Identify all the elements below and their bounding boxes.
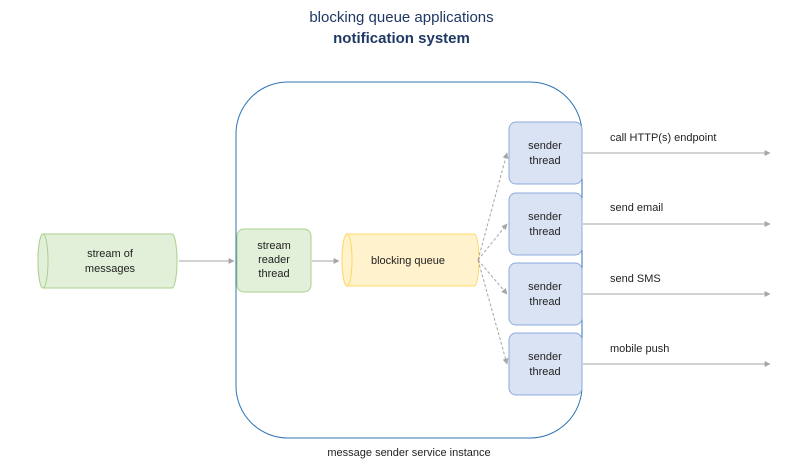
sender-thread-node-4: sender thread — [508, 332, 583, 396]
stream-of-messages-label-2: messages — [85, 263, 136, 275]
sender-thread-1-label-2: thread — [529, 155, 560, 167]
stream-of-messages-node: stream of messages — [37, 233, 178, 289]
output-label-email: send email — [610, 202, 663, 214]
sender-thread-4-label-2: thread — [529, 366, 560, 378]
stream-reader-label-1: stream — [257, 240, 291, 252]
sender-thread-2-label-2: thread — [529, 226, 560, 238]
sender-thread-node-2: sender thread — [508, 192, 583, 256]
arrow-queue-to-sender-2 — [477, 223, 508, 261]
output-label-http: call HTTP(s) endpoint — [610, 132, 716, 144]
sender-thread-3-label-2: thread — [529, 296, 560, 308]
stream-reader-thread-node: stream reader thread — [236, 228, 312, 293]
diagram-title: blocking queue applications — [309, 9, 494, 26]
sender-thread-3-label-1: sender — [528, 281, 562, 293]
sender-thread-node-3: sender thread — [508, 262, 583, 326]
arrow-queue-to-sender-4 — [477, 259, 509, 365]
blocking-queue-label: blocking queue — [371, 255, 445, 267]
sender-thread-2-label-1: sender — [528, 211, 562, 223]
output-label-push: mobile push — [610, 343, 669, 355]
stream-of-messages-label-1: stream of — [87, 248, 134, 260]
stream-reader-label-2: reader — [258, 254, 290, 266]
diagram-subtitle: notification system — [333, 30, 470, 47]
sender-thread-node-1: sender thread — [508, 121, 583, 185]
blocking-queue-node: blocking queue — [341, 233, 480, 287]
service-instance-container — [235, 81, 583, 439]
output-label-sms: send SMS — [610, 273, 661, 285]
sender-thread-1-label-1: sender — [528, 140, 562, 152]
service-instance-caption: message sender service instance — [327, 447, 491, 459]
arrow-queue-to-sender-1 — [477, 152, 509, 261]
arrow-queue-to-sender-3 — [477, 259, 508, 295]
stream-reader-label-3: thread — [258, 268, 289, 280]
sender-thread-4-label-1: sender — [528, 351, 562, 363]
